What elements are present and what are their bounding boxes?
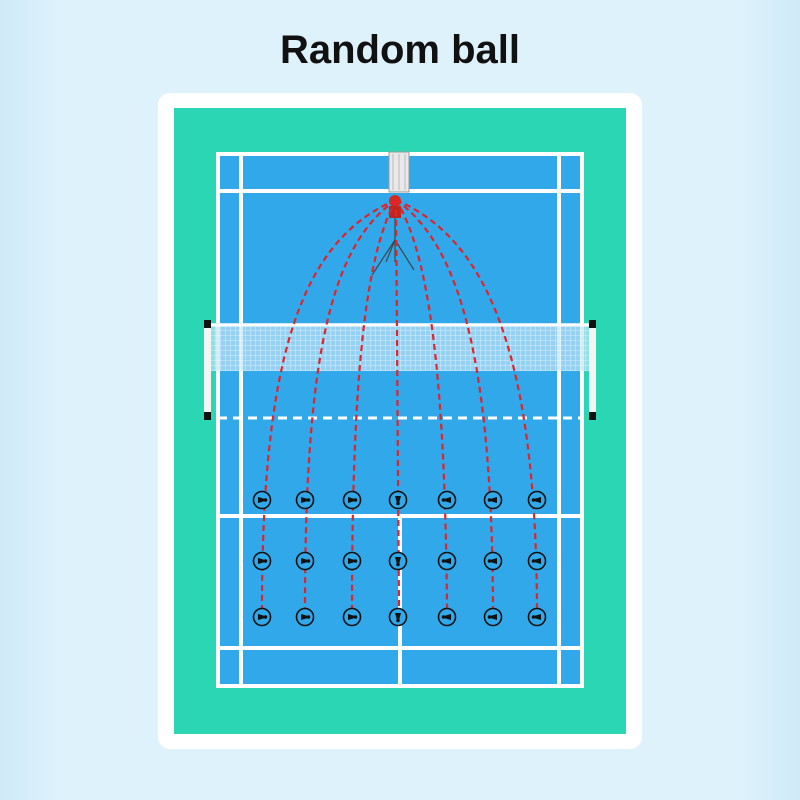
shuttlecock-target-icon — [437, 490, 457, 510]
shuttlecock-target-icon — [483, 607, 503, 627]
net — [204, 320, 596, 420]
trajectory-1 — [260, 198, 397, 611]
ball-machine-icon — [371, 151, 415, 276]
trajectory-2 — [303, 199, 397, 611]
shuttlecock-target-icon — [388, 551, 408, 571]
shuttlecock-target-icon — [252, 490, 272, 510]
shuttlecock-target-icon — [295, 551, 315, 571]
trajectory-7 — [395, 198, 539, 611]
net-post-left — [204, 320, 211, 420]
shuttlecock-target-icon — [527, 490, 547, 510]
trajectory-6 — [395, 199, 495, 611]
net-post-right — [589, 320, 596, 420]
trajectory-3 — [350, 199, 397, 611]
shuttlecock-target-icon — [483, 490, 503, 510]
shuttlecock-target-icon — [295, 607, 315, 627]
shuttlecock-target-icon — [252, 607, 272, 627]
shuttlecock-target-icon — [527, 607, 547, 627]
ball-trajectories — [260, 198, 539, 611]
shuttlecock-target-icon — [483, 551, 503, 571]
target-grid — [252, 490, 547, 627]
shuttlecock-target-icon — [252, 551, 272, 571]
trajectory-4 — [394, 199, 401, 611]
shuttlecock-target-icon — [342, 607, 362, 627]
shuttlecock-target-icon — [388, 607, 408, 627]
shuttlecock-target-icon — [295, 490, 315, 510]
shuttlecock-target-icon — [342, 490, 362, 510]
target-row-2 — [252, 551, 547, 571]
target-row-1 — [252, 490, 547, 510]
trajectory-5 — [395, 199, 449, 611]
shuttlecock-target-icon — [388, 490, 408, 510]
shuttlecock-target-icon — [527, 551, 547, 571]
target-row-3 — [252, 607, 547, 627]
shuttlecock-target-icon — [437, 551, 457, 571]
page-title: Random ball — [279, 28, 521, 72]
shuttlecock-target-icon — [342, 551, 362, 571]
shuttlecock-target-icon — [437, 607, 457, 627]
